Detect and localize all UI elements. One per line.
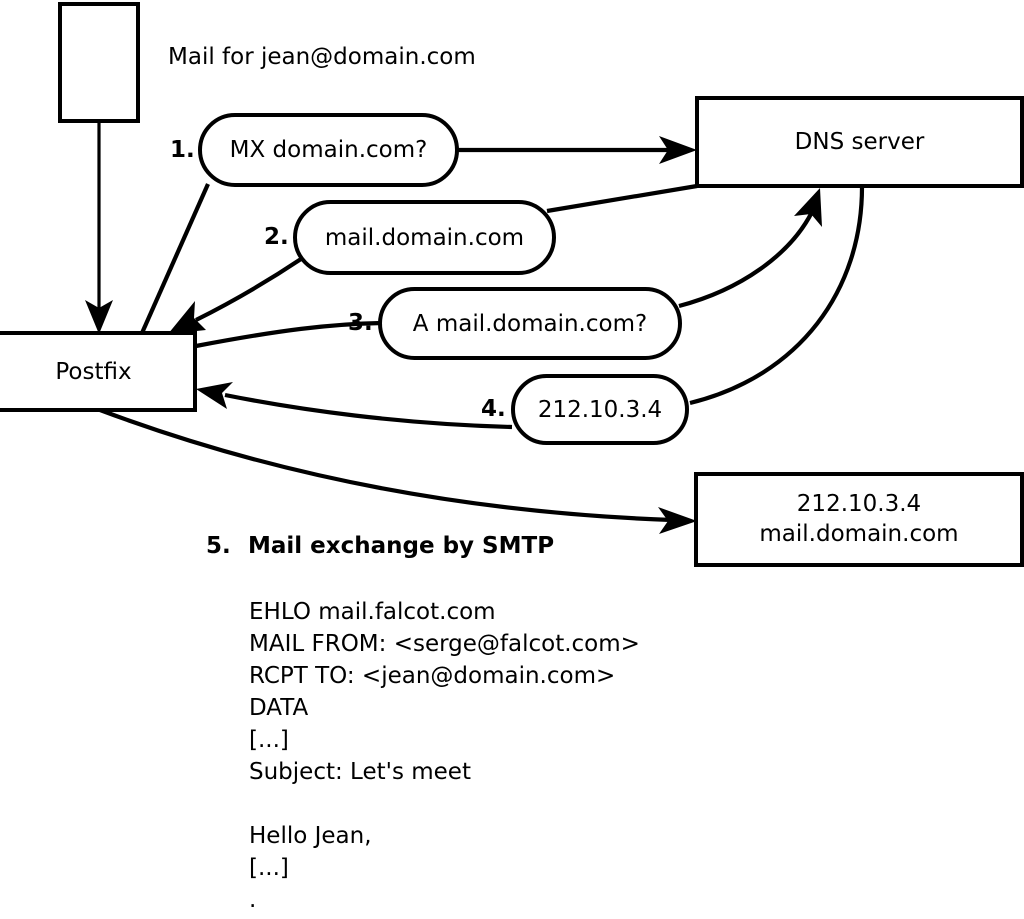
step-4-number: 4. [481, 396, 506, 422]
connector-dns-to-step4 [689, 186, 865, 406]
arrowhead-step3-to-dns [794, 188, 822, 227]
step-3-number: 3. [348, 310, 373, 336]
smtp-transcript-line: Subject: Let's meet [249, 759, 471, 785]
smtp-transcript-line: [...] [249, 727, 289, 753]
step-3-bubble-label: A mail.domain.com? [412, 310, 648, 337]
dns-server-label: DNS server [794, 129, 925, 155]
target-mx-box-shape [694, 472, 1024, 567]
connector-step2-to-postfix [195, 257, 303, 322]
postfix-box-shape [0, 331, 197, 412]
smtp-transcript-line: Hello Jean, [249, 823, 372, 849]
step-4-bubble-label: 212.10.3.4 [537, 396, 663, 423]
arrowhead-step4-to-postfix [196, 382, 233, 409]
arrowhead-step1-to-dns [659, 136, 697, 164]
connector-dns-to-step2 [546, 183, 698, 214]
smtp-transcript-line: EHLO mail.falcot.com [249, 599, 496, 625]
smtp-transcript-line: [...] [249, 855, 289, 881]
arrowhead-step2-to-postfix [168, 301, 206, 334]
connector-step3-to-dns [678, 211, 814, 309]
postfix-label: Postfix [55, 358, 132, 385]
connector-postfix-to-step3 [195, 320, 383, 349]
target-mx-label: 212.10.3.4 mail.domain.com [696, 474, 1022, 565]
step-2-number: 2. [264, 224, 289, 250]
target-mx-ip: 212.10.3.4 [796, 491, 922, 518]
step-1-bubble-label: MX domain.com? [229, 137, 428, 163]
step-2-bubble-shape [293, 200, 556, 275]
client-box-shape [58, 2, 140, 123]
page-caption: Mail for jean@domain.com [168, 44, 476, 70]
connector-step4-to-postfix [224, 392, 513, 430]
target-mx-host: mail.domain.com [759, 520, 959, 547]
connector-postfix-to-target [99, 408, 673, 523]
smtp-transcript-line: RCPT TO: <jean@domain.com> [249, 663, 616, 689]
connector-postfix-to-step1 [140, 183, 210, 334]
smtp-transcript-line: DATA [249, 695, 309, 721]
step-4-bubble-shape [511, 374, 689, 445]
step-2-bubble-label: mail.domain.com [324, 224, 525, 251]
step-5-label: Mail exchange by SMTP [248, 533, 555, 559]
smtp-transcript-line: . [249, 887, 257, 913]
dns-server-box-shape [695, 96, 1024, 188]
arrowhead-postfix-to-target [658, 507, 697, 534]
arrowhead-client-to-postfix [85, 300, 113, 334]
smtp-transcript-line: MAIL FROM: <serge@falcot.com> [249, 631, 640, 657]
step-1-number: 1. [170, 137, 195, 163]
step-5-number: 5. [206, 533, 231, 559]
